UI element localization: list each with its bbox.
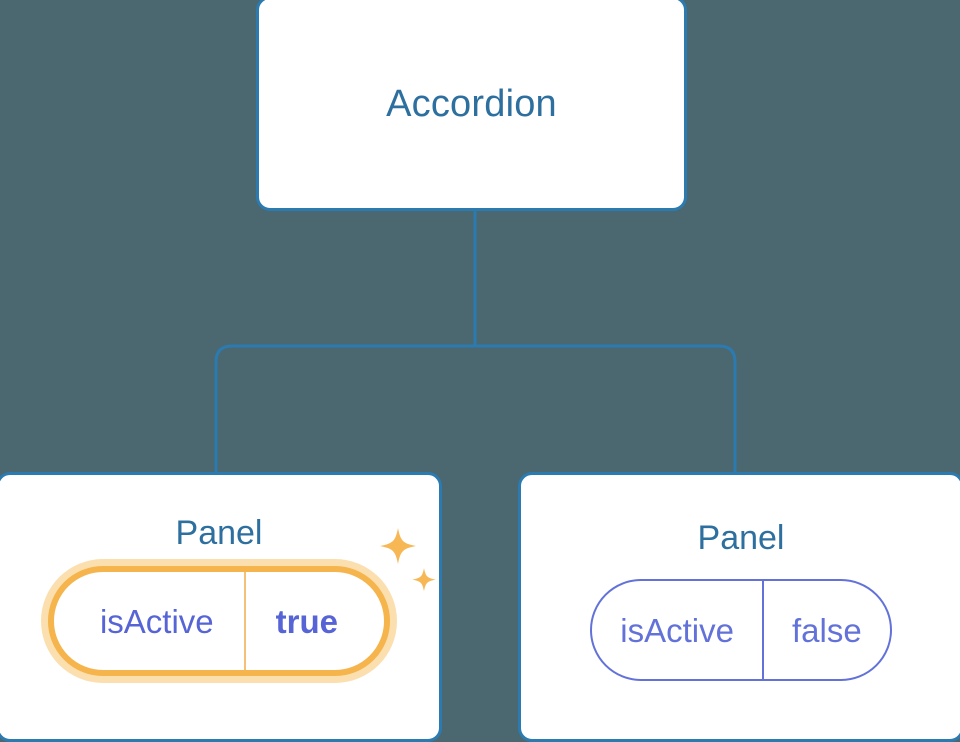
prop-pill-divider [243,572,246,670]
connector-child-bus [214,344,737,472]
prop-value: false [791,611,862,649]
prop-pill-isactive-false[interactable]: isActive false [590,579,892,681]
node-title: Accordion [386,82,557,125]
prop-pill-isactive-true[interactable]: isActive true [47,566,391,676]
node-title: Panel [175,514,263,552]
prop-pill-wrapper: isActive true [47,528,436,676]
prop-pill-divider [761,581,764,679]
tree-node-panel-inactive[interactable]: Panel isActive false [518,472,960,742]
node-title: Panel [697,519,785,557]
prop-value: true [275,602,339,640]
tree-node-panel-active[interactable]: Panel isActive true [0,472,442,742]
prop-key: isActive [620,611,734,649]
tree-node-accordion[interactable]: Accordion [256,0,687,211]
prop-key: isActive [99,602,214,640]
prop-pill-wrapper: isActive false [590,579,892,681]
